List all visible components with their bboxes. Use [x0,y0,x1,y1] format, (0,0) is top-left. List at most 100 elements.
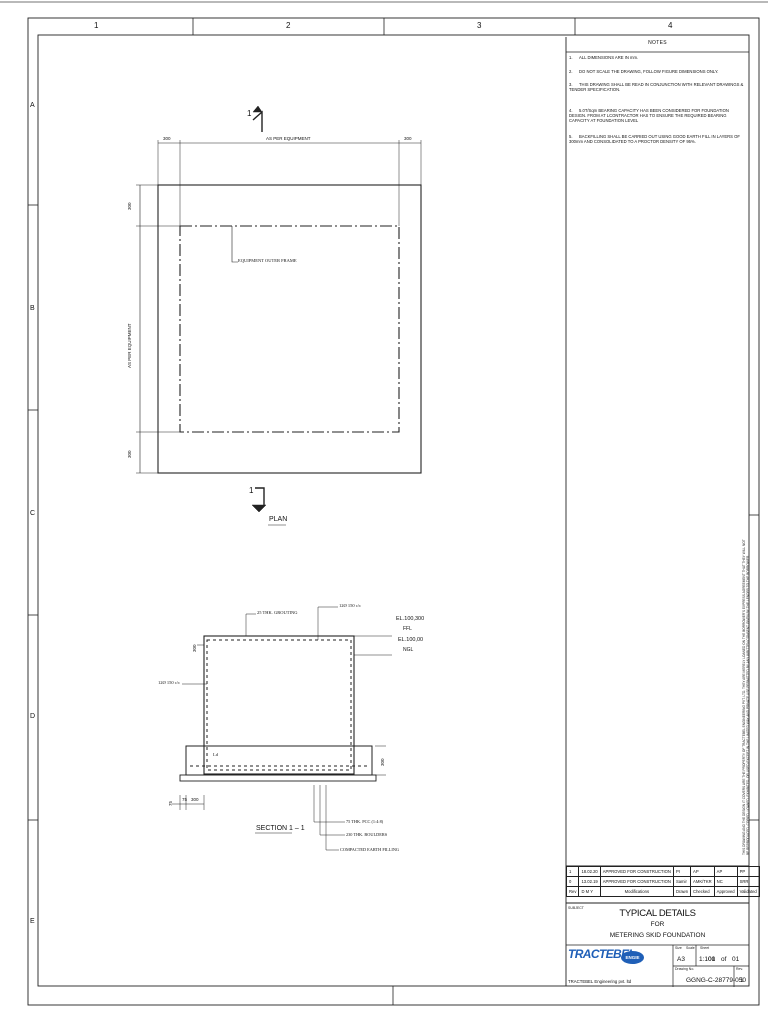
el-top-label: EL.100,300 [396,616,425,622]
header-date: D M Y [578,886,601,897]
rev-validated: SRR [736,876,760,887]
row-label-c: C [30,510,36,517]
notes-title: NOTES [648,40,667,46]
column-label-2: 2 [286,21,291,30]
scale-value: 1:100 [699,956,716,963]
drawing-title-for: FOR [650,921,665,928]
note-text: THIS DRAWING SHALL BE READ IN CONJUNCTIO… [569,82,744,93]
header-approved: Approved [713,886,738,897]
note-item: 5.BACKFILLING SHALL BE CARRIED OUT USING… [569,134,745,144]
header-validated: Validated [736,886,760,897]
plan-dim-v-top: 300 [127,202,132,210]
section-marker-top: 1 [247,109,252,118]
engie-badge: ENGIE [621,951,644,964]
table-header-row: Rev D M Y Modifications Drawn Checked Ap… [565,886,760,897]
column-label-3: 3 [477,21,482,30]
earth-label: COMPACTED EARTH FILLING [340,847,400,852]
header-rev: Rev [565,886,580,897]
ld-label: Ld [213,752,218,757]
rebar-top-label: 12Ø 150 c/c [339,603,361,608]
size-label: Size [675,946,682,950]
note-number: 2. [569,69,573,74]
plan-dim-v-mid: AS PER EQUIPMENT [127,323,132,368]
rev-checked: AP [690,866,715,877]
rebar-left-label: 12Ø 150 c/c [158,680,180,685]
notes-panel: NOTES 1. ALL DIMENSIONS ARE IN mm. 2. DO N… [566,37,749,867]
note-text: BACKFILLING SHALL BE CARRIED OUT USING G… [569,134,740,145]
equipment-frame-label: EQUIPMENT OUTER FRAME [238,258,297,263]
header-desc: Modifications [599,886,674,897]
note-text: 5.0T/Sqm BEARING CAPACITY HAS BEEN CONSI… [569,108,729,124]
drawing-subtitle: METERING SKID FOUNDATION [609,932,706,939]
pcc-label: 75 THK. PCC (1:4:8) [346,819,384,824]
note-item: 3.THIS DRAWING SHALL BE READ IN CONJUNCT… [569,82,745,92]
table-row: 1 18.02.20 APPROVED FOR CONSTRUCTION PI … [565,866,760,877]
note-item: 4.5.0T/Sqm BEARING CAPACITY HAS BEEN CON… [569,108,745,123]
note-number: 5. [569,134,573,139]
revision-table: 1 18.02.20 APPROVED FOR CONSTRUCTION PI … [565,866,760,897]
section-dim-side-top: 300 [192,644,197,652]
plan-dim-v-bottom: 300 [127,450,132,458]
column-label-1: 1 [94,21,99,30]
plan-dim-left: 300 [163,136,171,141]
drawing-no-label: Drawing No. [675,967,695,971]
plan-drawing [136,105,422,526]
note-text: ALL DIMENSIONS ARE IN mm. [579,55,639,60]
plan-dim-right: 300 [404,136,412,141]
note-item: 1. ALL DIMENSIONS ARE IN mm. [569,55,745,60]
section-caption: SECTION 1 – 1 [256,825,305,832]
ngl-label: NGL [403,647,414,653]
note-number: 1. [569,55,573,60]
sheets-total: 01 [732,956,740,963]
tractebel-logo: TRACTEBEL [568,947,636,961]
company-name: TRACTEBEL Engineering pvt. ltd [568,979,632,984]
ffl-label: FFL [403,626,412,632]
column-label-4: 4 [668,21,673,30]
property-side-note: THIS DRAWING AND THE DESIGN IT COVERS AR… [742,539,750,855]
rev-value: 1 [740,977,744,984]
rev-validated: PP [736,866,760,877]
plan-dim-top: AS PER EQUIPMENT [266,136,311,141]
rev-drawn: Samir [672,876,692,887]
sheet-of: of [721,956,727,963]
rev-approved: NC [713,876,738,887]
section-dim-bottom-b: 300 [191,797,199,802]
section-dim-side-right: 300 [380,758,385,766]
row-label-e: E [30,918,35,925]
rev-drawn: PI [672,866,692,877]
sheet-label: Sheet [700,946,710,950]
rev-date: 13.02.19 [578,876,601,887]
rev-approved: AP [713,866,738,877]
sheet-value: 01 [708,956,716,963]
rev-desc: APPROVED FOR CONSTRUCTION [599,876,674,887]
rev-desc: APPROVED FOR CONSTRUCTION [599,866,674,877]
rev-cell: 1 [565,866,580,877]
section-dim-bottom-a: 75 [168,800,173,806]
note-number: 4. [569,108,573,113]
header-drawn: Drawn [672,886,692,897]
note-number: 3. [569,82,573,87]
rev-checked: AMK/TKR [690,876,715,887]
section-marker-bottom: 1 [249,486,254,495]
el-ngl-label: EL.100,00 [398,637,424,643]
section-dim-bottom-c: 75 [182,797,188,802]
size-value: A3 [677,956,685,963]
row-label-d: D [30,713,36,720]
row-label-b: B [30,305,35,312]
section-drawing [172,606,392,851]
scale-label: Scale [686,946,695,950]
drawing-number: GGNG-C-28779-050 [686,977,746,984]
plan-caption: PLAN [269,516,288,523]
rev-date: 18.02.20 [578,866,601,877]
subject-label: SUBJECT [568,906,584,910]
boulders-label: 230 THK. BOULDERS [346,832,388,837]
rev-label: Rev. [736,967,743,971]
note-item: 2. DO NOT SCALE THE DRAWING, FOLLOW FIGUR… [569,69,745,74]
table-row: 0 13.02.19 APPROVED FOR CONSTRUCTION Sam… [565,876,760,887]
row-label-a: A [30,102,35,109]
note-text: DO NOT SCALE THE DRAWING, FOLLOW FIGURE … [579,69,719,74]
grouting-label: 25 THK. GROUTING [257,610,298,615]
rev-cell: 0 [565,876,580,887]
